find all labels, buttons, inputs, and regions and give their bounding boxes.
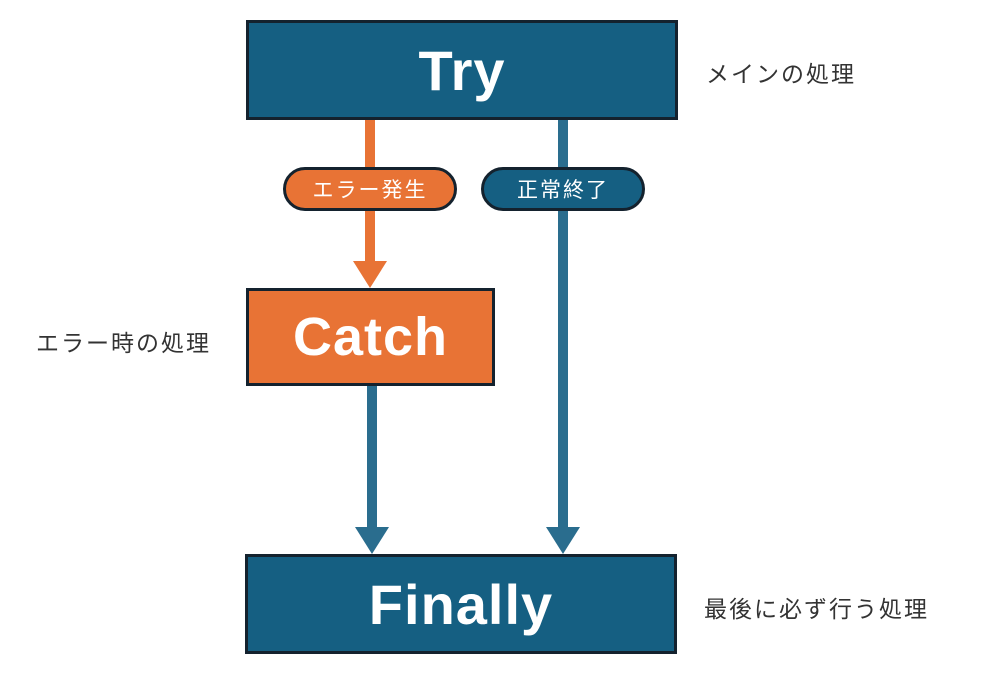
catch-node: Catch — [246, 288, 495, 386]
finally-annotation: 最後に必ず行う処理 — [704, 596, 929, 622]
try-node: Try — [246, 20, 678, 120]
edge-label-normal-text: 正常終了 — [517, 179, 609, 202]
catch-node-label: Catch — [292, 307, 449, 367]
edge-label-error-occurred: エラー発生 — [283, 167, 457, 211]
arrow-head-try-to-finally — [546, 527, 580, 554]
arrow-head-try-to-catch — [353, 261, 387, 288]
finally-node: Finally — [245, 554, 677, 654]
finally-node-label: Finally — [368, 572, 554, 636]
catch-annotation: エラー時の処理 — [36, 330, 211, 356]
arrow-line-catch-to-finally — [367, 386, 377, 528]
edge-label-normal-end: 正常終了 — [481, 167, 645, 211]
arrow-line-try-to-finally — [558, 120, 568, 528]
try-node-label: Try — [418, 38, 506, 102]
try-annotation: メインの処理 — [706, 61, 856, 87]
edge-label-error-text: エラー発生 — [312, 179, 428, 202]
arrow-head-catch-to-finally — [355, 527, 389, 554]
